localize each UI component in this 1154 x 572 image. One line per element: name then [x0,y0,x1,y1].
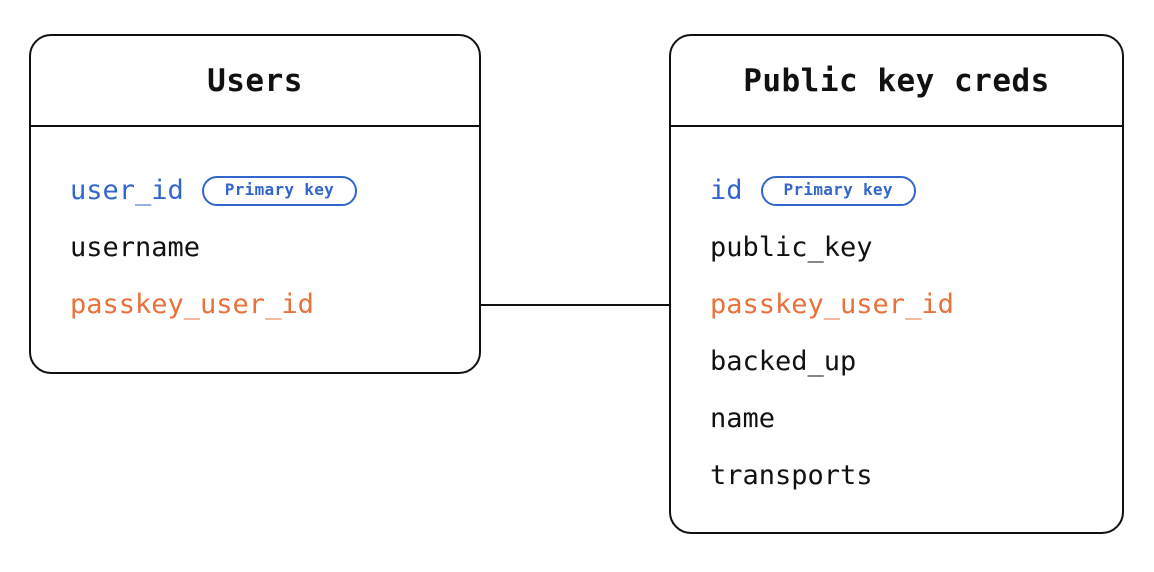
entity-public-key-creds-fields: id Primary key public_key passkey_user_i… [671,127,1122,504]
entity-public-key-creds[interactable]: Public key creds id Primary key public_k… [669,34,1124,534]
field-row[interactable]: username [70,219,479,276]
entity-public-key-creds-title: Public key creds [743,62,1050,99]
field-name-backed-up: backed_up [710,346,857,377]
entity-users[interactable]: Users user_id Primary key username passk… [29,34,481,374]
field-row[interactable]: passkey_user_id [710,276,1122,333]
entity-users-fields: user_id Primary key username passkey_use… [31,127,479,333]
primary-key-badge: Primary key [201,175,358,206]
field-name-user-id: user_id [70,175,184,206]
field-name-username: username [70,232,201,263]
field-row[interactable]: backed_up [710,333,1122,390]
primary-key-badge: Primary key [760,175,916,206]
entity-public-key-creds-header: Public key creds [671,36,1122,127]
field-name-passkey-user-id: passkey_user_id [70,289,314,320]
entity-users-header: Users [31,36,479,127]
field-row[interactable]: transports [710,447,1122,504]
field-name-public-key: public_key [710,232,873,263]
field-row[interactable]: id Primary key [710,162,1122,219]
field-row[interactable]: name [710,390,1122,447]
field-row[interactable]: user_id Primary key [70,162,479,219]
field-row[interactable]: passkey_user_id [70,276,479,333]
field-name-transports: transports [710,460,873,491]
field-name-id: id [710,175,743,206]
field-row[interactable]: public_key [710,219,1122,276]
relationship-connector-users-to-public-key-creds [481,304,669,306]
entity-users-title: Users [207,62,303,99]
field-name-passkey-user-id: passkey_user_id [710,289,954,320]
field-name-name: name [710,403,776,434]
